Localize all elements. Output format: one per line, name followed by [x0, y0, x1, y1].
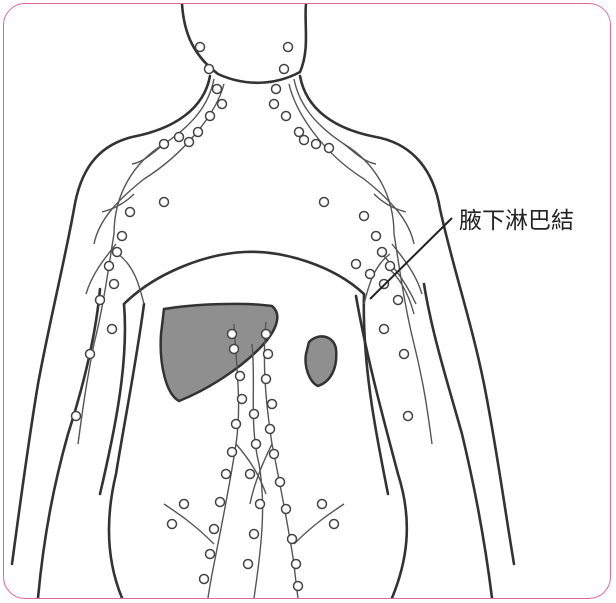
diagram-frame: 腋下淋巴結: [3, 3, 611, 599]
lymphatic-system-illustration: [4, 4, 610, 598]
label-leader-line: [370, 218, 452, 299]
liver-shape: [161, 304, 278, 401]
spleen-shape: [306, 336, 337, 386]
axillary-lymph-node-label: 腋下淋巴結: [459, 201, 574, 235]
